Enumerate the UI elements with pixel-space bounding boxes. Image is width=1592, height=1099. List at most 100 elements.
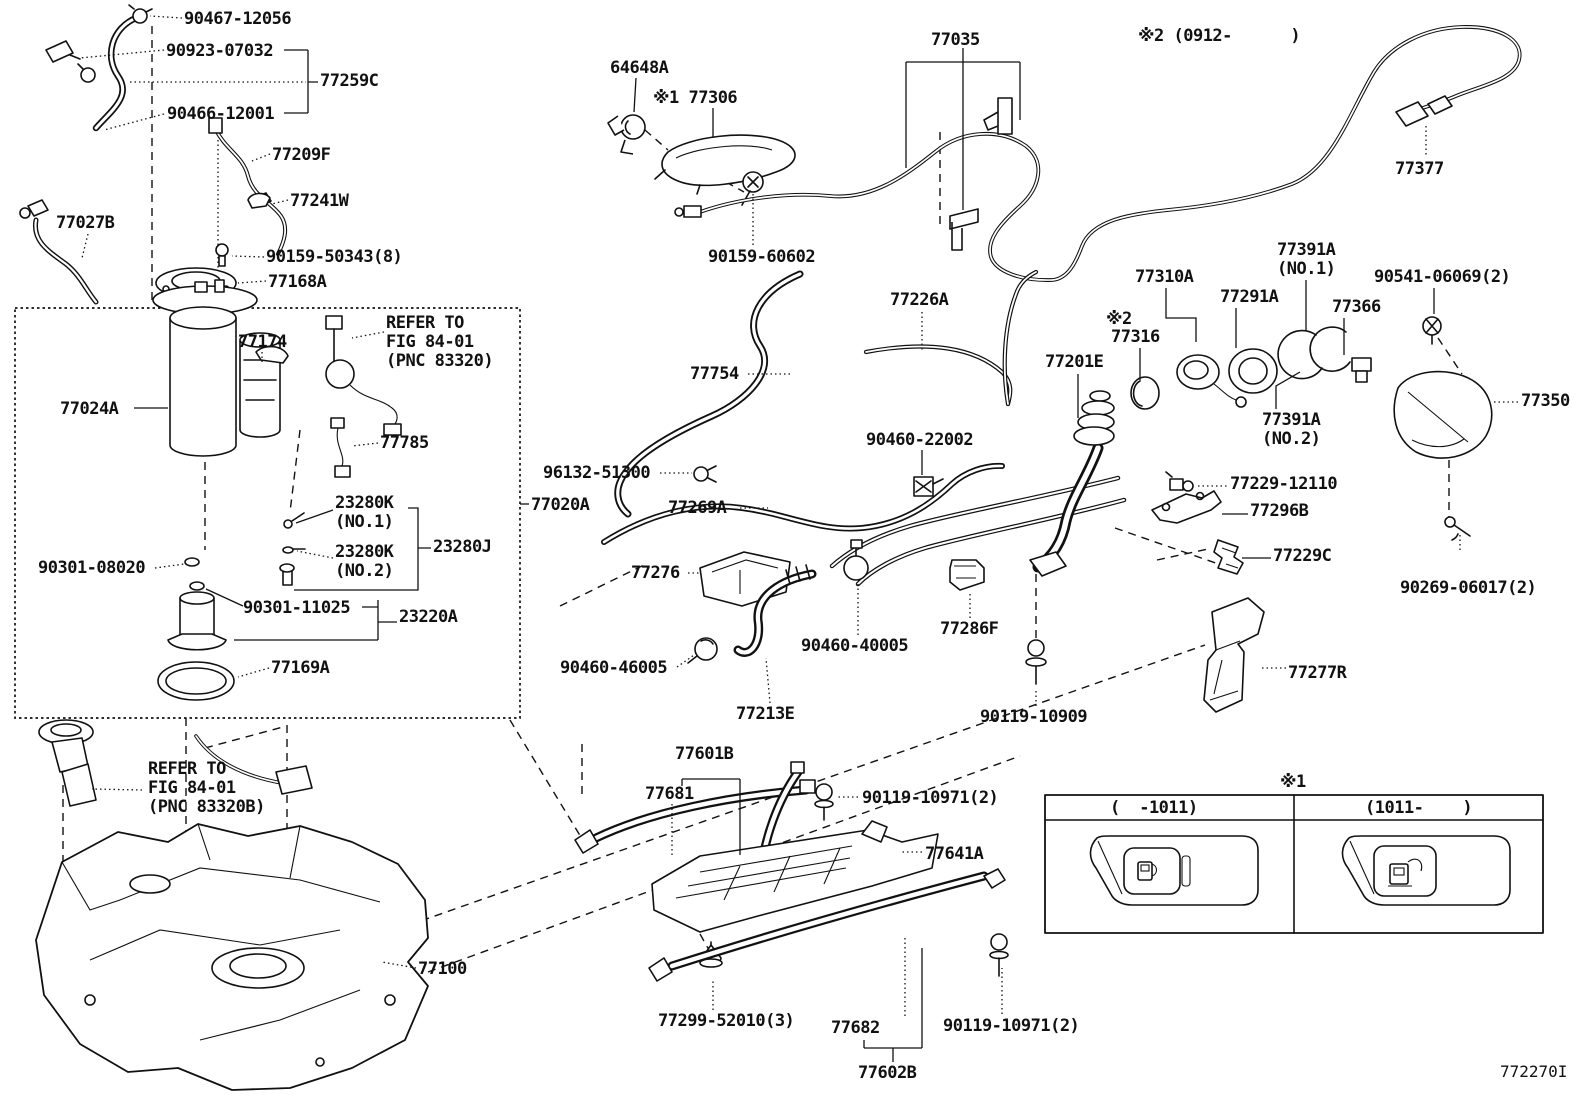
part-label: 77299-52010(3) xyxy=(658,1011,795,1031)
hose-77269A xyxy=(604,466,1002,542)
part-label: 77229C xyxy=(1273,546,1332,566)
part-label: 90301-08020 xyxy=(38,558,146,578)
fuel-lid-cable-77035 xyxy=(674,25,1522,282)
part-label: 77276 xyxy=(631,563,680,583)
fuel-tank-drawing xyxy=(35,823,429,1091)
part-label: 77213E xyxy=(736,704,795,724)
part-label: 77391A (NO.2) xyxy=(1262,410,1321,450)
part-label: 77100 xyxy=(418,959,467,979)
fuel-hose-77027B xyxy=(19,199,96,302)
part-label: 90159-50343(8) xyxy=(266,247,403,267)
grommets-90301 xyxy=(184,557,205,591)
bolt-90119-10971-upper xyxy=(814,783,834,821)
tank-band-77681 xyxy=(574,779,816,854)
part-label: 77601B xyxy=(675,744,734,764)
variant-inset-table xyxy=(1044,794,1544,934)
part-label: ※2 (0912- ) xyxy=(1138,26,1301,46)
part-label: 90923-07032 xyxy=(166,41,274,61)
bracket-77277R xyxy=(1203,597,1265,713)
part-label: 64648A xyxy=(610,58,669,78)
bolt-90119-10909 xyxy=(1025,639,1047,685)
part-label: 90301-11025 xyxy=(243,598,351,618)
part-label: 96132-51300 xyxy=(543,463,651,483)
diagram-code: 772270I xyxy=(1500,1062,1568,1081)
gasket-77169A-inner xyxy=(165,667,227,695)
fuel-pipe-77209F xyxy=(208,117,288,256)
part-label: 90269-06017(2) xyxy=(1400,578,1537,598)
part-label: 90159-60602 xyxy=(708,247,816,267)
ring-77291A xyxy=(1228,348,1278,394)
part-label: 23280K (NO.1) xyxy=(335,493,394,533)
part-label: 77602B xyxy=(858,1063,917,1083)
part-label: 90541-06069(2) xyxy=(1374,267,1511,287)
part-label: 77291A xyxy=(1220,287,1279,307)
bracket-77296B xyxy=(1151,490,1222,524)
part-label: 90466-12001 xyxy=(167,104,275,124)
fuel-pump-assembly-77024A xyxy=(152,279,281,457)
hose-77213E xyxy=(738,564,812,652)
part-label: 77168A xyxy=(268,272,327,292)
clip-77366 xyxy=(1351,357,1372,383)
part-label: REFER TO FIG 84-01 (PNC 83320) xyxy=(386,313,494,372)
part-label: 77027B xyxy=(56,213,115,233)
clip-77229-12110 xyxy=(1165,471,1194,492)
bolt-90159-50343 xyxy=(215,243,229,267)
part-label: 77035 xyxy=(931,30,980,50)
fuel-sender-gauge xyxy=(325,315,402,436)
part-label: 90119-10971(2) xyxy=(943,1016,1080,1036)
part-label: 77209F xyxy=(272,145,331,165)
part-label: 77316 xyxy=(1111,327,1160,347)
part-label: 77391A (NO.1) xyxy=(1277,240,1336,280)
clamp-90460-46005 xyxy=(687,637,718,664)
part-label: REFER TO FIG 84-01 (PNC 83320B) xyxy=(148,759,265,818)
part-label: 77350 xyxy=(1521,391,1570,411)
part-label: 23280K (NO.2) xyxy=(335,542,394,582)
clip-77229C xyxy=(1213,539,1244,575)
shield-77350 xyxy=(1393,370,1493,459)
part-label: 77020A xyxy=(531,495,590,515)
part-label: 77754 xyxy=(690,364,739,384)
fuel-pump-23220A xyxy=(167,591,227,651)
protector-77276 xyxy=(699,551,791,607)
bolt-90119-10971-lower xyxy=(989,933,1009,977)
part-label: 77024A xyxy=(60,399,119,419)
protector-77306 xyxy=(654,134,796,195)
part-label: 77269A xyxy=(668,498,727,518)
part-label: 77259C xyxy=(320,71,379,91)
part-label: 77681 xyxy=(645,784,694,804)
inset-right-header: (1011- ) xyxy=(1365,798,1473,818)
part-label: 90119-10971(2) xyxy=(862,788,999,808)
part-label: 77277R xyxy=(1288,663,1347,683)
filler-pipe-77201E xyxy=(832,390,1124,584)
part-label: 77226A xyxy=(890,290,949,310)
fuel-pump-icon xyxy=(1137,861,1158,881)
fuel-lid-switch-early xyxy=(1089,835,1259,906)
part-label: 90467-12056 xyxy=(184,9,292,29)
part-label: 90460-22002 xyxy=(866,430,974,450)
gasket-77316 xyxy=(1130,376,1160,410)
part-label: 77310A xyxy=(1135,267,1194,287)
clamp-77241W xyxy=(247,192,271,209)
part-label: 77682 xyxy=(831,1018,880,1038)
tank-band-77682 xyxy=(648,868,1006,982)
part-label: 77785 xyxy=(380,433,429,453)
wire-77785 xyxy=(330,417,351,478)
fuel-sender-83320B xyxy=(38,719,313,807)
pump-module-box xyxy=(14,307,521,719)
part-label: 77241W xyxy=(290,191,349,211)
fuel-cap-77310A xyxy=(1176,354,1247,408)
part-label: 77377 xyxy=(1395,159,1444,179)
screws-23280K xyxy=(279,512,306,586)
clamp-90460-40005 xyxy=(843,539,869,581)
part-label: 23220A xyxy=(399,607,458,627)
part-label: 77641A xyxy=(925,844,984,864)
pin-90269-06017 xyxy=(1444,516,1471,551)
part-label: 77366 xyxy=(1332,297,1381,317)
clamp-90460-22002 xyxy=(913,476,944,497)
part-label: 77286F xyxy=(940,619,999,639)
part-label: 77201E xyxy=(1045,352,1104,372)
bracket-77174 xyxy=(255,345,289,364)
part-label: 23280J xyxy=(433,537,492,557)
